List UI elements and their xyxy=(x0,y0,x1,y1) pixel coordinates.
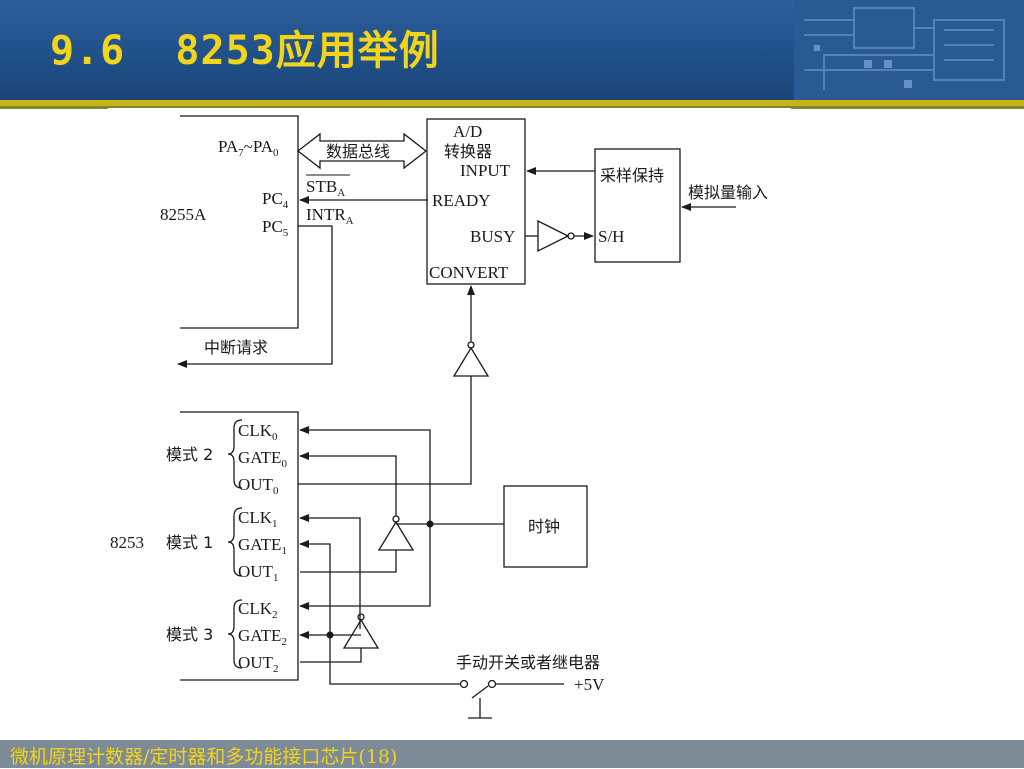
gate2-pin: GATE2 xyxy=(238,626,287,648)
stb-label: STBA xyxy=(306,177,345,199)
interrupt-line xyxy=(177,225,333,368)
interrupt-request-label: 中断请求 xyxy=(204,338,268,357)
out0-pin: OUT0 xyxy=(238,475,279,497)
gate1-line xyxy=(299,540,331,635)
pa-label: PA7~PA0 xyxy=(218,137,279,159)
out2-pin: OUT2 xyxy=(238,653,278,675)
header-rule-shadow xyxy=(0,106,1024,109)
out2-to-clk1-line xyxy=(299,514,361,629)
clock-wiring xyxy=(299,426,504,610)
slide-footer xyxy=(0,740,1024,768)
gate1-pin: GATE1 xyxy=(238,535,287,557)
sample-hold-label: 采样保持 xyxy=(600,166,664,185)
convert-inverter xyxy=(298,285,490,485)
intr-label: INTRA xyxy=(306,205,354,227)
gate0-pin: GATE0 xyxy=(238,448,287,470)
mode3-label: 模式 3 xyxy=(166,625,213,644)
clk2-pin: CLK2 xyxy=(238,599,278,621)
sh-pin: S/H xyxy=(598,227,624,246)
adc-ready-pin: READY xyxy=(432,191,491,210)
clock-label: 时钟 xyxy=(528,517,560,536)
data-bus-label: 数据总线 xyxy=(326,142,390,161)
gate1-inverter xyxy=(300,613,380,663)
clk1-pin: CLK1 xyxy=(238,508,278,530)
gate0-inverter xyxy=(299,452,415,573)
pc4-label: PC4 xyxy=(262,189,289,211)
adc-name-1: A/D xyxy=(453,122,482,141)
manual-switch: 手动开关或者继电器 +5V xyxy=(456,653,605,719)
switch-line xyxy=(329,635,460,685)
adc-busy-pin: BUSY xyxy=(470,227,515,246)
out1-pin: OUT1 xyxy=(238,562,278,584)
ad-converter: A/D 转换器 INPUT READY BUSY CONVERT xyxy=(426,118,526,285)
chip-8255a: 8255A PA7~PA0 PC4 PC5 xyxy=(160,115,299,329)
circuit-diagram: 8255A PA7~PA0 PC4 PC5 数据总线 STBA INTRA 中断… xyxy=(108,108,791,750)
footer-text: 微机原理计数器/定时器和多功能接口芯片(18) xyxy=(10,746,398,768)
adc-input-pin: INPUT xyxy=(460,161,511,180)
header-rule xyxy=(0,100,1024,106)
clock-box: 时钟 xyxy=(503,485,588,568)
switch-label: 手动开关或者继电器 xyxy=(456,653,600,672)
chip-8253: 8253 模式 2 模式 1 模式 3 CLK0 GATE0 OUT0 CLK1… xyxy=(110,411,299,681)
vplus-label: +5V xyxy=(574,675,605,694)
chip-8253-label: 8253 xyxy=(110,533,144,552)
slide-header: 9.6 8253应用举例 xyxy=(0,0,1024,100)
pc5-label: PC5 xyxy=(262,217,289,239)
slide-title: 9.6 8253应用举例 xyxy=(50,28,440,74)
mode2-label: 模式 2 xyxy=(166,445,213,464)
mode1-label: 模式 1 xyxy=(166,533,213,552)
circuit-decoration xyxy=(794,0,1024,100)
chip-8255a-label: 8255A xyxy=(160,205,207,224)
clk0-pin: CLK0 xyxy=(238,421,278,443)
adc-convert-pin: CONVERT xyxy=(429,263,509,282)
data-bus-arrow: 数据总线 xyxy=(296,132,428,170)
adc-name-2: 转换器 xyxy=(444,142,492,161)
busy-inverter xyxy=(525,219,594,253)
analog-input-label: 模拟量输入 xyxy=(688,183,768,202)
sample-hold: 采样保持 S/H xyxy=(594,148,681,263)
